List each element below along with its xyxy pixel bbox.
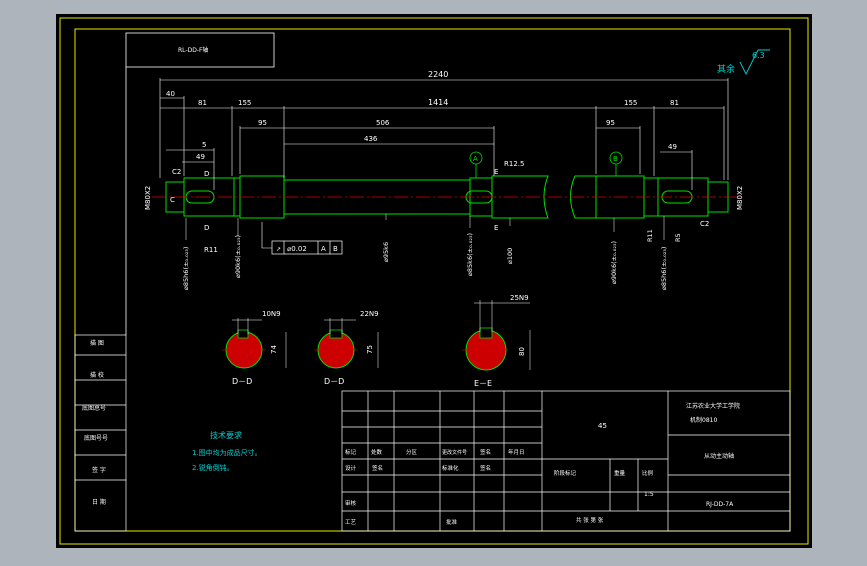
dim-49-left: 49: [196, 153, 205, 161]
title-part-name: 从动主动轴: [704, 452, 734, 460]
dim-r11-left: R11: [204, 246, 218, 254]
dia-7: ⌀85h6(±₀.₀₂₃): [660, 247, 668, 290]
title-block: [341, 390, 791, 532]
section-e-bottom: E: [494, 224, 498, 232]
tolerance-value: ⌀0.02: [287, 245, 307, 253]
title-drawing-no: RJ-DD-7A: [706, 501, 734, 508]
dim-r12-5: R12.5: [504, 160, 524, 168]
tb-sheets: 共 张 第 张: [576, 516, 604, 524]
diameter-labels: ⌀85h6(±₀.₀₂₃) ⌀90k6(±₀.₀₂₅) ⌀95k6 ⌀85k6(…: [182, 229, 682, 290]
tb-h-sign: 签名: [480, 448, 491, 456]
section-c-marker: C: [170, 196, 175, 204]
dim-436: 436: [364, 135, 378, 143]
dia-2: ⌀90k6(±₀.₀₂₅): [234, 235, 242, 278]
dim-506: 506: [376, 119, 390, 127]
dia-3: ⌀95k6: [382, 242, 390, 262]
cross-section-2: 22N9 75 D－D: [314, 310, 379, 386]
tb-design: 设计: [345, 464, 357, 472]
dim-155-right: 155: [624, 99, 637, 107]
dia-6: ⌀90k6(±₀.₀₂₅): [610, 241, 618, 284]
section-3-label: E－E: [474, 379, 492, 388]
datum-b-label: B: [613, 155, 618, 163]
left-table-row-6: 日 期: [92, 498, 106, 506]
thread-right: M80X2: [736, 186, 744, 210]
title-dept: 机制0810: [690, 416, 717, 424]
section-3-depth: 80: [518, 347, 526, 356]
tolerance-datum-a: A: [321, 245, 326, 253]
tb-stage: 阶段标记: [554, 469, 577, 477]
tb-design-sign: 签名: [372, 464, 383, 472]
tb-review: 审核: [345, 499, 357, 507]
roughness-label: 其余: [717, 63, 735, 75]
title-company: 江苏农业大学工学院: [686, 402, 740, 410]
section-2-depth: 75: [366, 345, 374, 354]
tolerance-datum-b: B: [333, 245, 338, 253]
left-table-row-3: 底图总号: [82, 404, 106, 412]
tolerance-frame: ↗ ⌀0.02 A B: [261, 222, 343, 255]
dim-c2-right: C2: [700, 220, 709, 228]
title-scale: 1:5: [644, 491, 654, 498]
dia-4: ⌀85k6(±₀.₀₂₅): [466, 233, 474, 276]
left-table-row-5: 签 字: [92, 466, 106, 474]
dim-155-left: 155: [238, 99, 251, 107]
diameter-leaders: [185, 214, 665, 240]
tb-h-mark: 标记: [345, 448, 357, 456]
left-table-row-1: 描 图: [90, 339, 104, 347]
drawing-ref-code: RL-DD-F轴: [178, 46, 208, 54]
tech-title: 技术要求: [210, 430, 242, 440]
dim-95-right: 95: [606, 119, 615, 127]
left-table-row-2: 描 校: [90, 371, 104, 379]
section-d-top: D: [204, 170, 209, 178]
title-material: 45: [598, 422, 607, 430]
dim-81-left: 81: [198, 99, 207, 107]
dim-81-right: 81: [670, 99, 679, 107]
section-1-depth: 74: [270, 345, 278, 354]
dia-1: ⌀85h6(±₀.₀₂₃): [182, 247, 190, 290]
dia-5: ⌀100: [506, 248, 514, 264]
dim-r11-right: R11: [646, 229, 654, 242]
dimension-lines: [159, 78, 729, 190]
tb-h-file: 更改文件号: [442, 449, 467, 456]
cross-section-1: 10N9 74 D－D: [222, 310, 287, 386]
section-1-key: 10N9: [262, 310, 281, 318]
section-e-top: E: [494, 168, 498, 176]
dim-r5: R5: [674, 233, 682, 242]
datum-a-label: A: [473, 155, 478, 163]
tech-line-2: 2.锐角倒钝。: [192, 463, 234, 472]
section-d-bottom: D: [204, 224, 209, 232]
section-1-label: D－D: [232, 377, 252, 386]
section-2-key: 22N9: [360, 310, 379, 318]
tech-line-1: 1.图中均为成品尺寸。: [192, 448, 262, 457]
tb-ratio: 比例: [642, 469, 654, 477]
roughness-symbol: [739, 49, 770, 76]
svg-text:↗: ↗: [276, 246, 281, 253]
dim-1414: 1414: [428, 98, 448, 107]
section-3-key: 25N9: [510, 294, 529, 302]
cross-section-3: 25N9 80 E－E: [462, 294, 531, 388]
dim-40: 40: [166, 90, 175, 98]
dim-95-left: 95: [258, 119, 267, 127]
dim-c2-left: C2: [172, 168, 181, 176]
thread-left: M80X2: [144, 186, 152, 210]
code-box: [125, 32, 275, 68]
left-stamp-table: [74, 334, 127, 532]
tb-approve: 批准: [446, 518, 458, 526]
tb-standard: 标准化: [442, 464, 459, 472]
dim-overall: 2240: [428, 70, 448, 79]
dim-49-right: 49: [668, 143, 677, 151]
roughness-value: 6.3: [752, 51, 765, 60]
left-table-row-4: 底图号号: [84, 434, 108, 442]
tb-h-date: 年月日: [508, 448, 525, 456]
tb-weight: 重量: [614, 469, 626, 477]
tb-process: 工艺: [345, 519, 357, 526]
tb-standard-sign: 签名: [480, 464, 491, 472]
tb-h-zone: 分区: [406, 448, 418, 456]
dim-5: 5: [202, 141, 206, 149]
outer-frame: [59, 17, 809, 545]
section-2-label: D－D: [324, 377, 344, 386]
tb-h-count: 处数: [371, 448, 383, 456]
